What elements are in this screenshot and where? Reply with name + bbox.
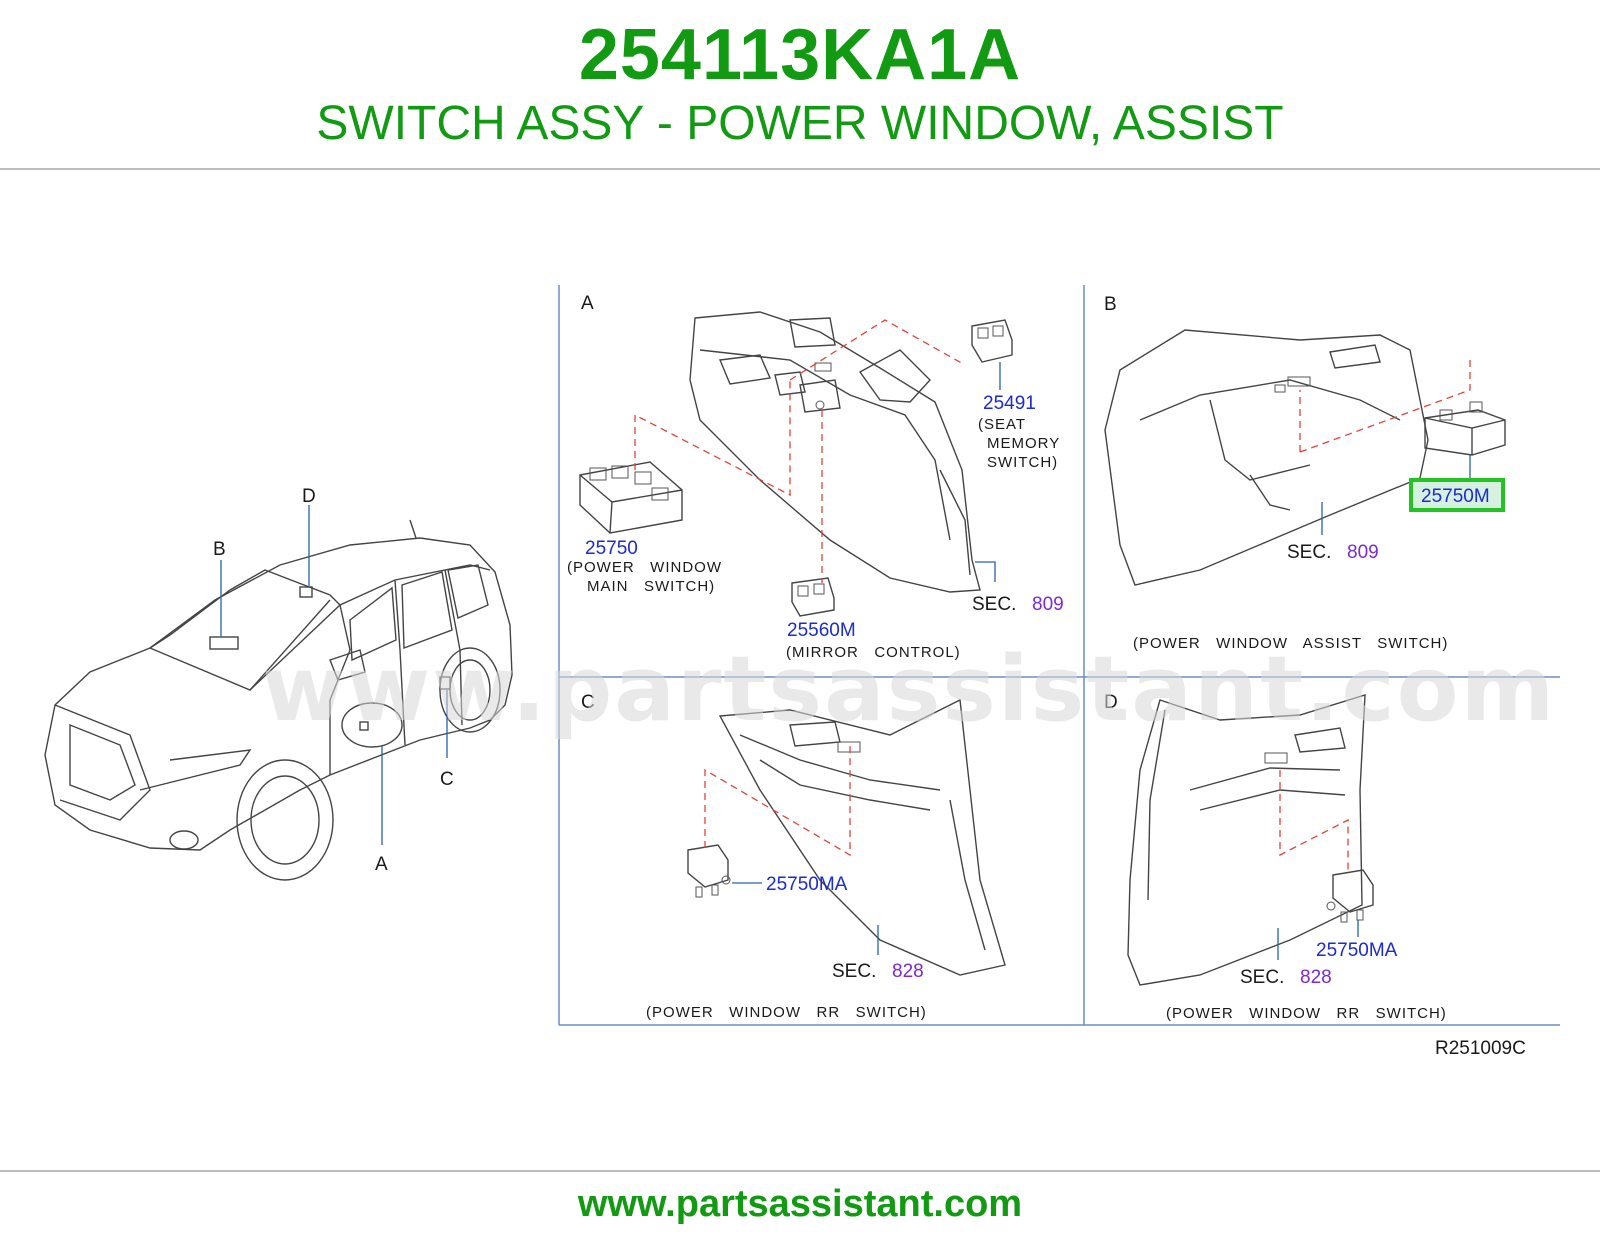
panel-b-letter: B xyxy=(1104,294,1117,315)
panel-c-sec-number[interactable]: 828 xyxy=(892,961,924,982)
callout-c-label: C xyxy=(440,769,454,790)
part-number-title: 254113KA1A xyxy=(578,15,1022,95)
panel-d-caption: (POWER WINDOW RR SWITCH) xyxy=(1166,1005,1447,1022)
seat-memory-caption-1: (SEAT xyxy=(978,416,1026,433)
header-divider xyxy=(0,168,1600,170)
panel-c-rr-switch-illustration xyxy=(687,844,731,898)
diagram-code: R251009C xyxy=(1435,1038,1526,1059)
footer-url[interactable]: www.partsassistant.com xyxy=(577,1183,1023,1225)
part-label-25750[interactable]: 25750 xyxy=(585,538,638,559)
vehicle-illustration xyxy=(44,505,513,881)
panel-grid xyxy=(558,285,1560,1026)
mirror-control-illustration xyxy=(791,577,835,617)
panel-a-sec-label: SEC. xyxy=(972,594,1016,615)
panel-c-letter: C xyxy=(581,692,595,713)
callout-a-label: A xyxy=(375,854,388,875)
panel-d-part-label-25750ma[interactable]: 25750MA xyxy=(1316,940,1398,961)
panel-b-sec-label: SEC. xyxy=(1287,542,1331,563)
part-name-subtitle: SWITCH ASSY - POWER WINDOW, ASSIST xyxy=(316,97,1284,150)
main-switch-illustration xyxy=(579,461,683,534)
part-label-25491[interactable]: 25491 xyxy=(983,393,1036,414)
mirror-control-caption: (MIRROR CONTROL) xyxy=(786,644,961,661)
seat-memory-switch-illustration xyxy=(971,319,1013,363)
main-switch-caption-1: (POWER WINDOW xyxy=(567,559,722,576)
panel-a-leaders xyxy=(634,319,1001,583)
watermark-text: www.partsassistant.com xyxy=(262,637,1556,742)
panel-c-leaders xyxy=(704,745,879,955)
callout-d-label: D xyxy=(302,486,316,507)
main-switch-caption-2: MAIN SWITCH) xyxy=(587,578,715,595)
panel-d-leaders xyxy=(1277,770,1359,960)
panel-c-caption: (POWER WINDOW RR SWITCH) xyxy=(646,1004,927,1021)
panel-d-letter: D xyxy=(1104,692,1118,713)
panel-b-leaders xyxy=(1299,355,1471,535)
panel-c-door-illustration xyxy=(718,698,1006,976)
panel-c-part-label-25750ma[interactable]: 25750MA xyxy=(766,874,848,895)
panel-a-door-illustration xyxy=(689,311,981,593)
seat-memory-caption-3: SWITCH) xyxy=(987,454,1058,471)
part-label-25750m[interactable]: 25750M xyxy=(1421,486,1490,507)
assist-switch-illustration xyxy=(1424,401,1506,456)
panel-a-sec-number[interactable]: 809 xyxy=(1032,594,1064,615)
seat-memory-caption-2: MEMORY xyxy=(987,435,1060,452)
callout-b-label: B xyxy=(213,539,226,560)
part-label-25560m[interactable]: 25560M xyxy=(787,620,856,641)
footer-divider xyxy=(0,1170,1600,1172)
panel-a-letter: A xyxy=(581,293,594,314)
panel-d-rr-switch-illustration xyxy=(1326,869,1374,923)
panel-c-sec-label: SEC. xyxy=(832,961,876,982)
highlighted-part-box xyxy=(1409,478,1505,512)
panel-d-sec-number[interactable]: 828 xyxy=(1300,967,1332,988)
panel-d-sec-label: SEC. xyxy=(1240,967,1284,988)
panel-d-door-illustration xyxy=(1127,694,1366,986)
panel-b-sec-number[interactable]: 809 xyxy=(1347,542,1379,563)
panel-b-caption: (POWER WINDOW ASSIST SWITCH) xyxy=(1133,635,1448,652)
panel-b-door-illustration xyxy=(1104,329,1429,586)
